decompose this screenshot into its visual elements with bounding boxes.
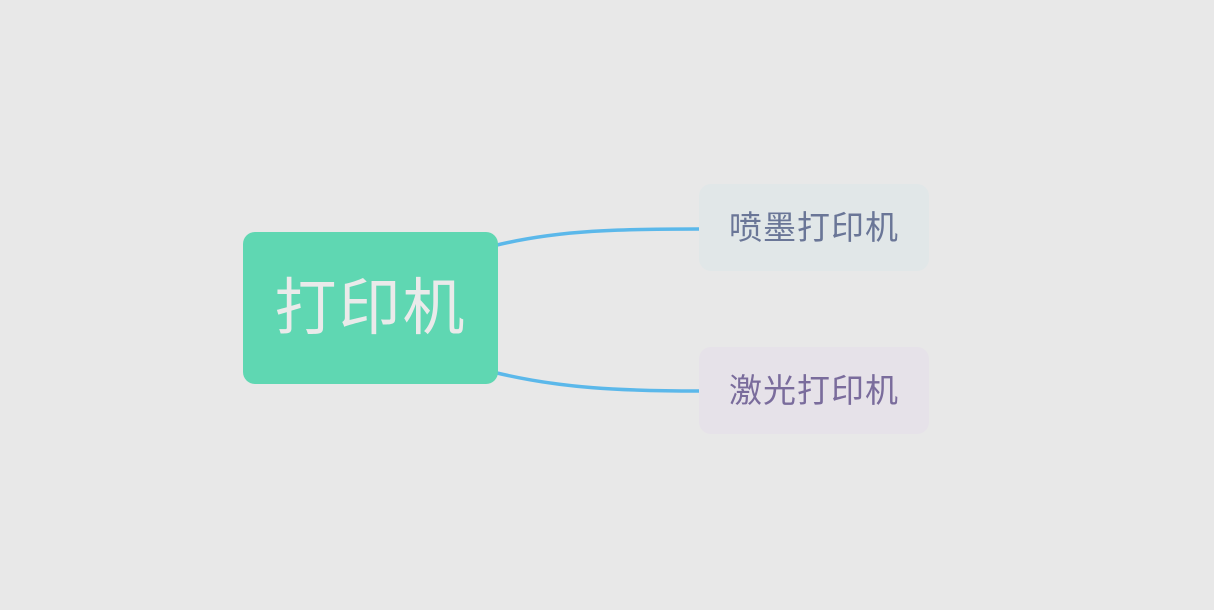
root-node-label: 打印机 xyxy=(274,271,467,344)
child-node-laser-printer[interactable]: 激光打印机 xyxy=(699,347,929,434)
child-node-label: 激光打印机 xyxy=(729,371,899,410)
child-node-inkjet-printer[interactable]: 喷墨打印机 xyxy=(699,184,929,271)
connector-root-to-laser xyxy=(495,371,701,393)
connector-root-to-inkjet xyxy=(495,227,701,247)
child-node-label: 喷墨打印机 xyxy=(729,208,899,247)
root-node-printer[interactable]: 打印机 xyxy=(243,232,498,384)
